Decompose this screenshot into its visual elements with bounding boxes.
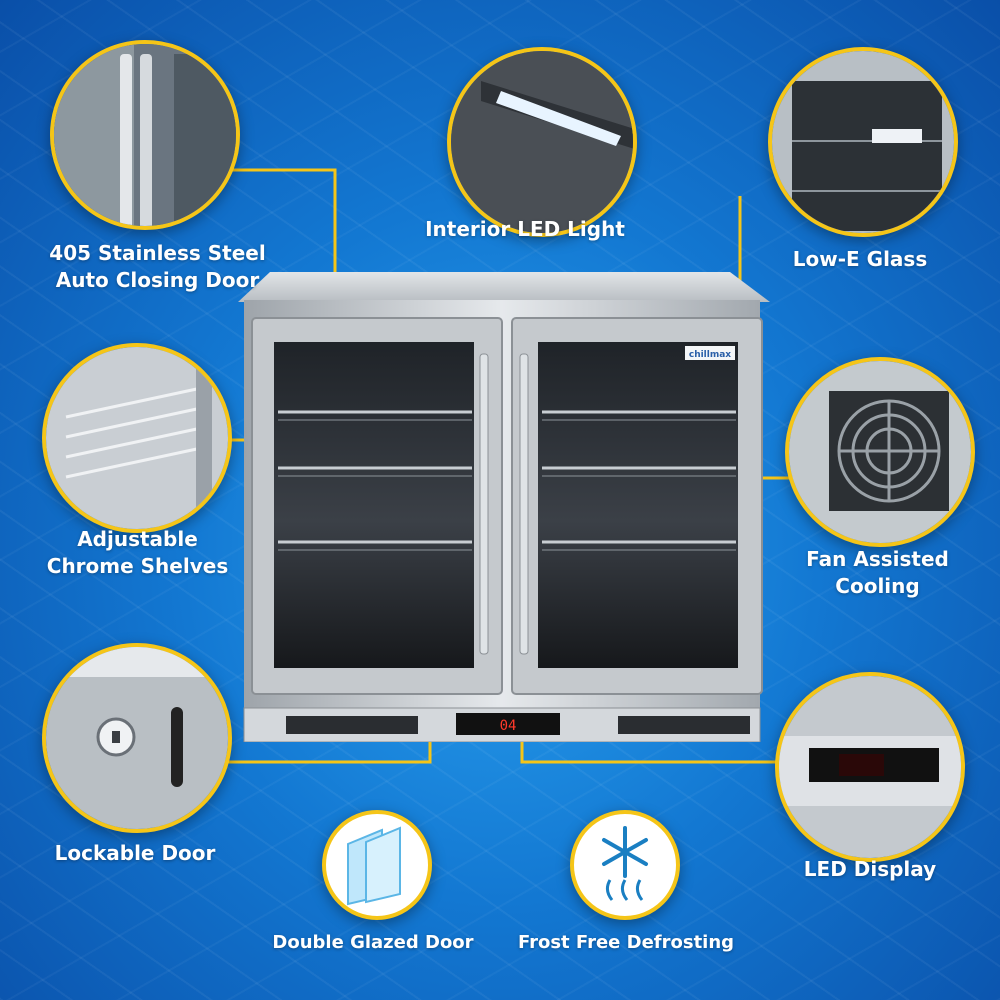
snowflake-icon xyxy=(602,826,648,901)
lockable-door-photo xyxy=(42,643,232,833)
label-stainless-door: 405 Stainless Steel Auto Closing Door xyxy=(49,241,266,292)
stainless-door-photo xyxy=(50,40,240,230)
brand-badge: chillmax xyxy=(689,350,731,360)
label-shelves: Adjustable Chrome Shelves xyxy=(46,527,229,578)
label-frost-free: Frost Free Defrosting xyxy=(517,932,735,953)
glass-panes-icon xyxy=(347,826,401,906)
label-fan: Fan Assisted Cooling xyxy=(806,547,949,598)
bar-fridge-image: chillmax 04 xyxy=(238,272,770,742)
double-glazed-icon-circle xyxy=(322,810,432,920)
led-light-photo xyxy=(447,47,637,237)
fan-photo xyxy=(785,357,975,547)
frost-free-icon-circle xyxy=(570,810,680,920)
shelves-photo xyxy=(42,343,232,533)
label-low-e-glass: Low-E Glass xyxy=(792,247,928,271)
led-display-photo xyxy=(775,672,965,862)
label-double-glazed: Double Glazed Door xyxy=(272,932,474,953)
low-e-glass-photo xyxy=(768,47,958,237)
label-lockable: Lockable Door xyxy=(54,841,216,865)
label-led-display: LED Display xyxy=(803,857,937,881)
label-led-light: Interior LED Light xyxy=(425,217,625,241)
display-reading: 04 xyxy=(500,718,517,734)
